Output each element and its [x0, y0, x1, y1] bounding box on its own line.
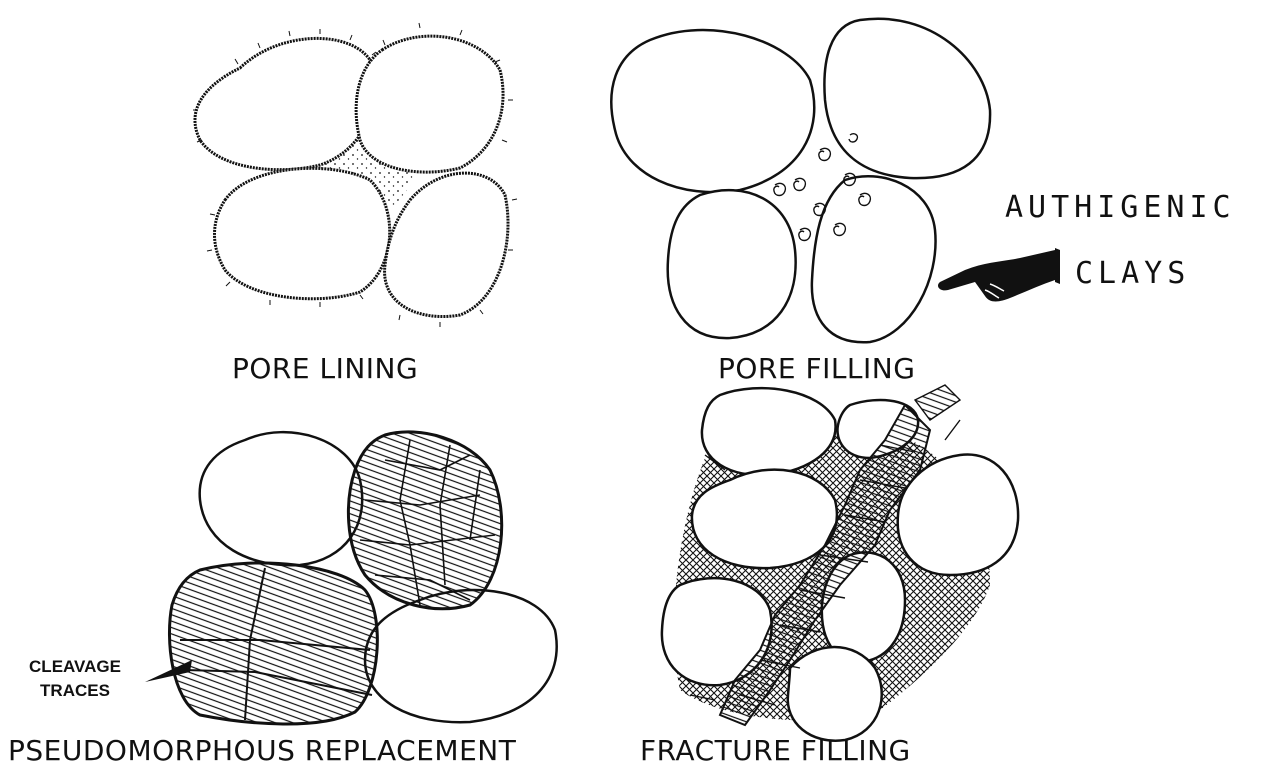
pseudomorphous-panel: [145, 432, 557, 724]
pore-filling-panel: [611, 19, 990, 343]
cleavage-traces-label: CLEAVAGE TRACES: [14, 655, 136, 703]
pore-lining-label: PORE LINING: [232, 352, 418, 385]
pore-filling-label: PORE FILLING: [718, 352, 915, 385]
replaced-grain-lower: [169, 563, 377, 724]
pore-lining-panel: [193, 23, 517, 327]
fracture-panel: [662, 385, 1018, 741]
pseudomorphous-label: PSEUDOMORPHOUS REPLACEMENT: [8, 734, 516, 767]
replaced-grain-upper: [348, 432, 501, 609]
cleavage-line1: CLEAVAGE: [14, 655, 136, 679]
legend-clays: CLAYS: [1075, 256, 1190, 291]
fracture-filling-label: FRACTURE FILLING: [640, 734, 911, 767]
legend-authigenic: AUTHIGENIC: [1005, 190, 1236, 225]
grain: [195, 36, 508, 316]
pointing-hand-icon: [938, 248, 1060, 302]
cleavage-line2: TRACES: [14, 679, 136, 703]
